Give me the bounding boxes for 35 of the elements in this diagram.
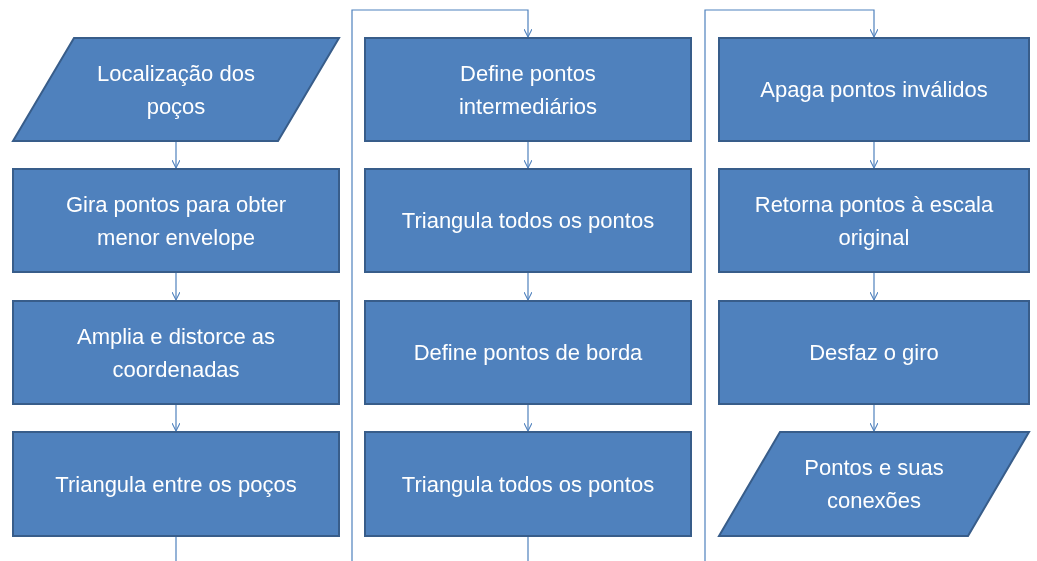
step-label: Apaga pontos inválidos xyxy=(759,76,989,104)
arrow xyxy=(869,141,879,169)
arrow xyxy=(523,404,533,432)
step-label: Pontos e suas conexões xyxy=(803,454,945,515)
arrow xyxy=(869,272,879,301)
arrow xyxy=(527,9,879,561)
arrow xyxy=(523,141,533,169)
data-parallelogram xyxy=(718,431,1030,537)
step-label: Gira pontos para obter menor envelope xyxy=(64,190,288,252)
step-label: Desfaz o giro xyxy=(808,339,940,367)
process-box xyxy=(364,168,692,273)
process-box xyxy=(364,37,692,142)
process-box xyxy=(364,300,692,405)
process-box xyxy=(364,431,692,537)
step-label: Localização dos poços xyxy=(96,59,256,121)
arrow xyxy=(171,404,181,432)
arrow xyxy=(523,272,533,301)
arrow xyxy=(171,141,181,169)
step-label: Triangula todos os pontos xyxy=(400,207,656,235)
step-label: Define pontos intermediários xyxy=(457,59,599,121)
arrow xyxy=(869,404,879,432)
process-box xyxy=(718,168,1030,273)
process-box xyxy=(718,300,1030,405)
step-label: Triangula entre os poços xyxy=(54,470,298,499)
arrow xyxy=(175,9,533,561)
process-box xyxy=(12,300,340,405)
arrow xyxy=(171,272,181,301)
step-label: Retorna pontos à escala original xyxy=(753,190,995,252)
step-label: Triangula todos os pontos xyxy=(400,470,656,499)
process-box xyxy=(12,168,340,273)
process-box xyxy=(12,431,340,537)
step-label: Amplia e distorce as coordenadas xyxy=(75,322,277,384)
data-parallelogram xyxy=(12,37,340,142)
process-box xyxy=(718,37,1030,142)
step-label: Define pontos de borda xyxy=(412,339,644,367)
